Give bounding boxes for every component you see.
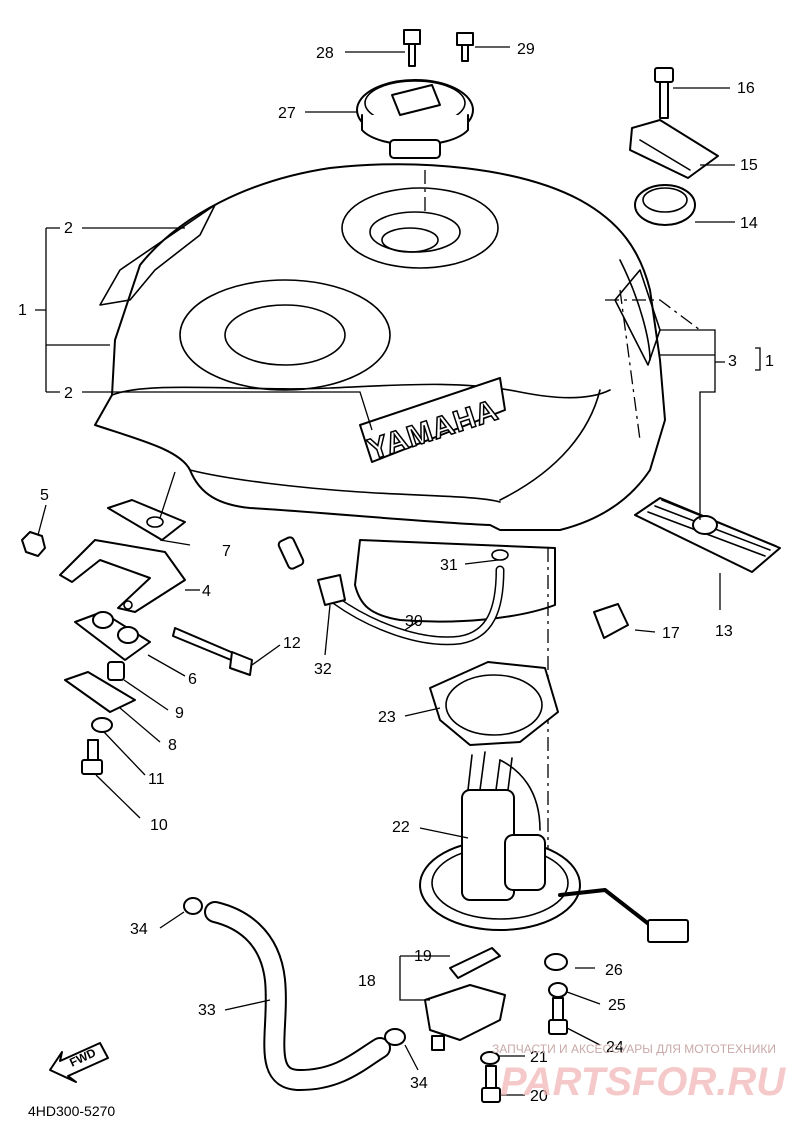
callout-2-upper: 2: [64, 220, 73, 237]
pad-13: [634, 497, 781, 573]
callout-3: 3: [728, 353, 737, 370]
diagram-code: 4HD300-5270: [28, 1103, 115, 1119]
fuel-cock-18: [424, 984, 506, 1051]
o-ring-19: [449, 947, 501, 979]
fuel-pump-22: [419, 751, 689, 943]
callout-4: 4: [202, 583, 211, 600]
callout-29: 29: [517, 41, 535, 58]
callout-7: 7: [222, 543, 231, 560]
clip-32: [317, 574, 346, 606]
callout-21: 21: [530, 1049, 548, 1066]
callout-13: 13: [715, 623, 733, 640]
callout-9: 9: [175, 705, 184, 722]
filler-cap: [356, 79, 474, 159]
leader-lines: [35, 46, 761, 1096]
callout-34-lower: 34: [410, 1075, 428, 1092]
callout-15: 15: [740, 157, 758, 174]
forward-arrow: FWD: [49, 1042, 109, 1083]
callout-numbers: 28 29 27 16 15 14 2 1 2 3 1 5 7 4 12 6 9…: [18, 41, 774, 1105]
nut-26: [544, 953, 568, 971]
cushion-17: [593, 603, 629, 639]
bolt-5: [21, 531, 46, 557]
bolt-16: [654, 67, 674, 119]
callout-18: 18: [358, 973, 376, 990]
cap-31: [491, 549, 509, 561]
fuel-tank: YAMAHA: [94, 163, 666, 905]
plate-8: [64, 671, 136, 713]
callout-5: 5: [40, 487, 49, 504]
callout-6: 6: [188, 671, 197, 688]
grommet-14: [634, 184, 696, 226]
fuel-hose-33: [204, 901, 391, 1092]
collar-9: [107, 661, 125, 681]
callout-22: 22: [392, 819, 410, 836]
watermark-caption: ЗАПЧАСТИ И АКСЕССУАРЫ ДЛЯ МОТОТЕХНИКИ: [492, 1042, 776, 1056]
callout-2-lower: 2: [64, 385, 73, 402]
washer-11: [91, 717, 113, 733]
callout-12: 12: [283, 635, 301, 652]
watermark-brand: PARTSFOR.RU: [500, 1060, 786, 1104]
callout-1-left: 1: [18, 302, 27, 319]
callout-30: 30: [405, 613, 423, 630]
drain-hose-30: [277, 536, 505, 646]
callout-16: 16: [737, 80, 755, 97]
callout-17: 17: [662, 625, 680, 642]
callout-31: 31: [440, 557, 458, 574]
callout-24: 24: [606, 1039, 624, 1056]
site-watermark: ЗАПЧАСТИ И АКСЕССУАРЫ ДЛЯ МОТОТЕХНИКИ PA…: [492, 1042, 786, 1104]
bolt-20: [481, 1065, 501, 1103]
callout-28: 28: [316, 45, 334, 62]
callout-26: 26: [605, 962, 623, 979]
bolt-12: [172, 627, 253, 676]
callout-19: 19: [414, 948, 432, 965]
clip-34-lower: [384, 1028, 406, 1046]
bolt-24: [548, 997, 568, 1035]
callout-11: 11: [148, 771, 165, 788]
bracket-15: [629, 119, 719, 179]
callout-27: 27: [278, 105, 296, 122]
damper-6: [74, 611, 151, 661]
callout-32: 32: [314, 661, 332, 678]
bolt-28: [403, 29, 421, 67]
callout-1-right: 1: [765, 353, 774, 370]
callout-10: 10: [150, 817, 168, 834]
bracket-4: [59, 539, 186, 613]
callout-33: 33: [198, 1002, 216, 1019]
callout-23: 23: [378, 709, 396, 726]
callout-25: 25: [608, 997, 626, 1014]
damper-7: [107, 499, 186, 541]
gasket-23: [429, 661, 559, 746]
washer-25: [548, 982, 568, 998]
bolt-29: [456, 32, 474, 62]
callout-20: 20: [530, 1088, 548, 1105]
callout-8: 8: [168, 737, 177, 754]
bolt-10: [81, 739, 103, 775]
callout-14: 14: [740, 215, 758, 232]
clip-34-upper: [183, 897, 203, 915]
washer-21: [480, 1051, 500, 1065]
callout-34-upper: 34: [130, 921, 148, 938]
